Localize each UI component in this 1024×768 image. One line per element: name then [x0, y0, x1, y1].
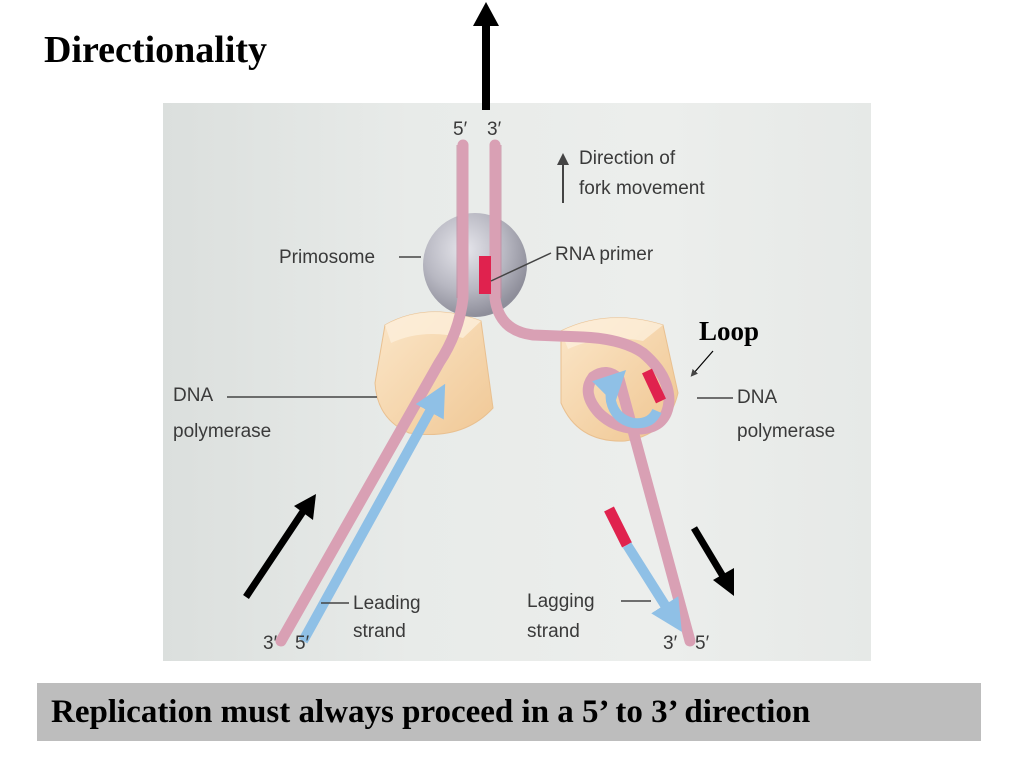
loop-okazaki-fragment — [592, 369, 662, 429]
fork-direction-black-arrow — [473, 2, 499, 110]
bottom-right-five-prime-label: 5′ — [695, 633, 710, 654]
primosome-rna-primer — [479, 256, 491, 294]
dna-polymerase-right-label-line1: DNA — [737, 387, 777, 408]
caption-text: Replication must always proceed in a 5’ … — [51, 694, 811, 730]
dna-polymerase-left-label-line1: DNA — [173, 385, 213, 406]
leading-strand-new — [298, 383, 446, 644]
slide-title: Directionality — [44, 29, 268, 71]
caption-banner: Replication must always proceed in a 5’ … — [37, 683, 981, 741]
bottom-left-three-prime-label: 3′ — [263, 633, 278, 654]
lagging-rna-primer — [604, 506, 632, 548]
dna-polymerase-left-label-line2: polymerase — [173, 421, 271, 442]
fork-direction-label-line2: fork movement — [579, 178, 705, 199]
lagging-strand-label-line1: Lagging — [527, 591, 595, 612]
dna-polymerase-right-label-line2: polymerase — [737, 421, 835, 442]
primosome-sphere — [423, 213, 527, 317]
loop-rna-primer — [642, 368, 666, 404]
rna-primer-label: RNA primer — [555, 244, 654, 265]
top-three-prime-label: 3′ — [487, 119, 502, 140]
fork-direction-label-line1: Direction of — [579, 148, 676, 169]
lagging-strand-new — [622, 542, 682, 632]
lagging-strand-label-line2: strand — [527, 621, 580, 642]
leading-strand-label-line1: Leading — [353, 593, 421, 614]
bottom-left-five-prime-label: 5′ — [295, 633, 310, 654]
top-five-prime-label: 5′ — [453, 119, 468, 140]
primosome-label: Primosome — [279, 247, 375, 268]
leading-strand-label-line2: strand — [353, 621, 406, 642]
bottom-right-three-prime-label: 3′ — [663, 633, 678, 654]
loop-label: Loop — [699, 316, 759, 346]
replication-fork-figure: 5′ 3′ Direction of fork movement Primoso… — [163, 103, 871, 661]
